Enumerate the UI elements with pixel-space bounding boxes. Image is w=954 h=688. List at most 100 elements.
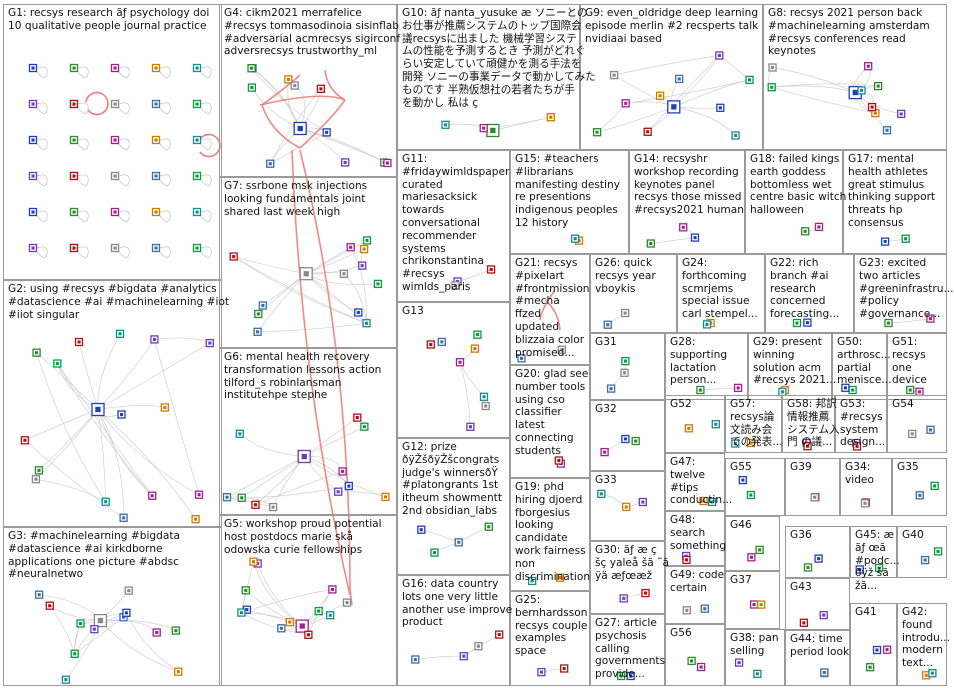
self-loop (118, 210, 130, 222)
edge (154, 339, 200, 495)
edge (673, 106, 736, 136)
edge (253, 561, 303, 627)
node-fill (355, 416, 359, 420)
self-loop (77, 66, 89, 78)
group-frame-g48 (665, 511, 725, 566)
node-fill (72, 210, 76, 214)
node-fill (883, 240, 887, 244)
node-fill (482, 395, 486, 399)
edge (24, 409, 99, 441)
node-fill (362, 425, 366, 429)
node-fill (749, 493, 753, 497)
node-fill (870, 105, 874, 109)
node-fill (741, 478, 745, 482)
node-fill (623, 371, 627, 375)
group-frame-g43 (785, 578, 850, 630)
group-frame-g2 (3, 280, 222, 527)
node-fill (885, 128, 889, 132)
node-fill (249, 66, 253, 70)
node-fill (429, 343, 433, 347)
edge (771, 86, 876, 114)
edge (255, 456, 305, 506)
node-fill (64, 678, 68, 682)
node-fill (520, 356, 524, 360)
edge (306, 248, 365, 275)
node-fill (482, 126, 486, 130)
group-frame-g21 (510, 254, 590, 365)
node-fill (822, 671, 826, 675)
self-loop (36, 102, 48, 114)
node-fill (118, 332, 122, 336)
node-fill (873, 111, 877, 115)
node-fill (634, 439, 638, 443)
edge (241, 589, 333, 613)
edge (97, 409, 200, 496)
group-frame-g46 (725, 516, 780, 571)
node-fill (453, 283, 457, 287)
node-fill (813, 495, 817, 499)
node-fill (113, 66, 117, 70)
node-fill (558, 576, 562, 580)
node-fill (858, 568, 862, 572)
node-fill (624, 101, 628, 105)
node-fill (802, 621, 806, 625)
self-loop (36, 210, 48, 222)
node-fill (55, 361, 59, 365)
group-frame-g44 (785, 630, 850, 686)
group-frame-g5 (219, 515, 397, 686)
edge (625, 79, 750, 104)
edge (38, 594, 76, 654)
node-fill (336, 490, 340, 494)
group-frame-g16 (397, 575, 510, 686)
node-fill (685, 608, 689, 612)
node-fill (687, 426, 691, 430)
node-fill (261, 304, 265, 308)
edge (459, 362, 471, 427)
group-frame-g45 (850, 526, 897, 578)
node-fill (245, 608, 249, 612)
group-frame-g31 (590, 333, 665, 400)
node-fill (624, 505, 628, 509)
node-fill (365, 321, 369, 325)
self-loop (159, 66, 171, 78)
node-fill (612, 73, 616, 77)
node-fill (698, 388, 702, 392)
node-fill (72, 66, 76, 70)
group-frame-g50 (832, 333, 887, 400)
node-fill (658, 94, 662, 98)
self-loop (36, 174, 48, 186)
self-loop (118, 66, 130, 78)
node-fill (95, 406, 101, 413)
node-fill (677, 77, 681, 81)
group-frame-g35 (892, 458, 947, 516)
node-fill (899, 112, 903, 116)
group-frame-g14 (629, 150, 745, 254)
node-fill (31, 246, 35, 250)
node-fill (489, 268, 493, 272)
node-fill (923, 558, 927, 562)
node-fill (619, 674, 623, 678)
node-fill (37, 593, 41, 597)
node-fill (35, 351, 39, 355)
node-fill (244, 588, 248, 592)
highlight-edge (261, 74, 301, 106)
node-fill (458, 360, 462, 364)
node-fill (930, 671, 934, 675)
node-fill (733, 442, 737, 446)
group-frame-g42 (897, 603, 947, 686)
node-fill (345, 601, 349, 605)
group-frame-g39 (785, 458, 840, 516)
edge (100, 620, 179, 673)
highlight-self-loop (197, 133, 221, 158)
edge (97, 405, 165, 410)
node-fill (924, 673, 928, 677)
edge (300, 128, 385, 163)
node-fill (877, 566, 881, 570)
node-fill (360, 264, 364, 268)
node-fill (866, 64, 870, 68)
edge (36, 352, 99, 410)
edge (303, 417, 358, 457)
edge (57, 363, 153, 496)
node-fill (97, 617, 104, 624)
